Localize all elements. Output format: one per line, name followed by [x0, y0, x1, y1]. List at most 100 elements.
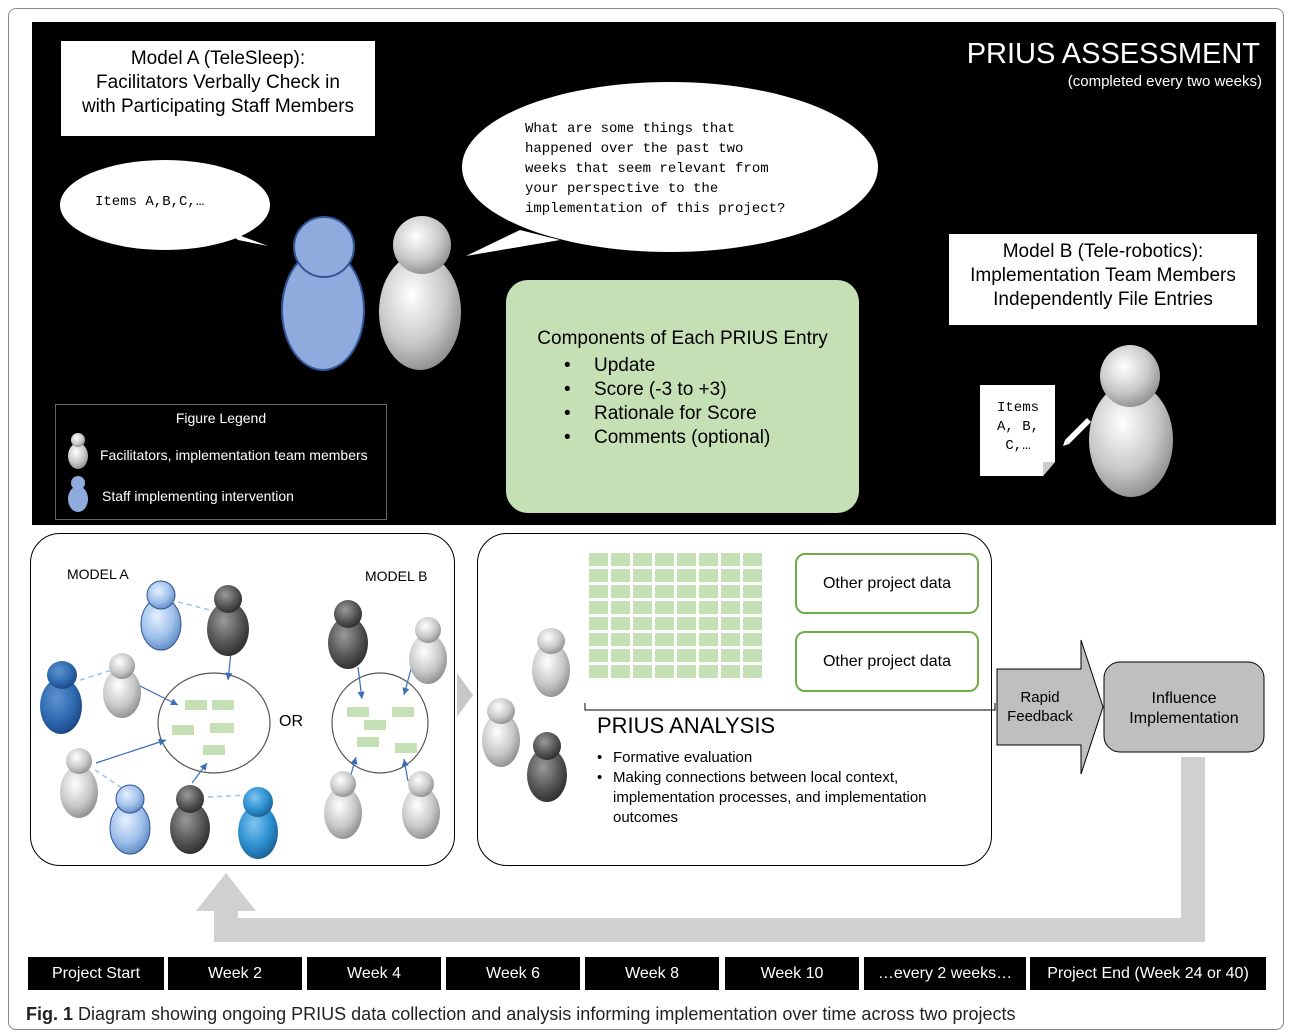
- analysis-bullet: •Making connections between local contex…: [597, 769, 899, 786]
- influence-box: [1103, 661, 1265, 753]
- paper-line: Items: [996, 400, 1039, 416]
- prius-entry-cell: [589, 649, 608, 662]
- prius-entry-cell: [743, 585, 762, 598]
- paper-line: C,…: [1005, 438, 1031, 454]
- prius-entry-cell: [589, 553, 608, 566]
- analysis-bullet-continuation: implementation processes, and implementa…: [613, 789, 927, 806]
- panel-connector-arrow: [457, 673, 473, 717]
- timeline-week: Week 10: [725, 957, 859, 990]
- question-line: your perspective to the: [525, 181, 719, 197]
- facilitator-person-icon: [379, 216, 461, 370]
- prius-entry-cell: [721, 633, 740, 646]
- top-illustration: [60, 82, 1173, 497]
- prius-entries-grid: [589, 553, 762, 678]
- prius-entry-cell: [699, 649, 718, 662]
- model-b-box: Model B (Tele-robotics): Implementation …: [949, 234, 1257, 325]
- prius-entry-cell: [611, 553, 630, 566]
- other-project-data-label: Other project data: [822, 575, 952, 592]
- prius-entry-cell: [655, 649, 674, 662]
- analysis-title: PRIUS ANALYSIS: [597, 713, 776, 738]
- prius-entry-cell: [589, 569, 608, 582]
- model-a-arrows: [95, 642, 233, 784]
- model-b-facilitator-person-icon: [402, 771, 440, 839]
- prius-entry-cell: [743, 633, 762, 646]
- model-a-line3: with Participating Staff Members: [81, 96, 355, 117]
- prius-entry-cell: [699, 569, 718, 582]
- model-a-facilitator-person-icon: [170, 785, 210, 854]
- prius-entry-cell: [699, 553, 718, 566]
- other-project-data-box: Other project data: [795, 631, 979, 692]
- model-b-label: MODEL B: [365, 568, 428, 584]
- model-a-staff-person-icon: [238, 787, 278, 859]
- legend-blue-person-icon: [68, 476, 88, 512]
- prius-entry-cell: [721, 617, 740, 630]
- prius-entry-cell: [611, 601, 630, 614]
- timeline-ellipsis: …every 2 weeks…: [864, 957, 1026, 990]
- prius-entry-cell: [743, 617, 762, 630]
- prius-entry-cell: [743, 553, 762, 566]
- model-a-facilitator-person-icon: [60, 748, 98, 818]
- prius-entry-cell: [677, 665, 696, 678]
- prius-entry-cell: [699, 633, 718, 646]
- prius-entry-cell: [655, 569, 674, 582]
- timeline-end: Project End (Week 24 or 40): [1030, 957, 1266, 990]
- analysis-bullet-text: Making connections between local context…: [613, 769, 899, 786]
- prius-entry-cell: [611, 633, 630, 646]
- model-a-staff-person-icon: [140, 580, 182, 651]
- question-line: weeks that seem relevant from: [525, 161, 769, 177]
- model-b-entries: [347, 707, 417, 753]
- rapid-feedback-line: Feedback: [1007, 708, 1073, 725]
- model-a-label: MODEL A: [67, 566, 129, 582]
- legend-blue-label: Staff implementing intervention: [102, 488, 294, 504]
- assessment-subtitle: (completed every two weeks): [1067, 73, 1262, 90]
- model-b-facilitator-person-icon: [409, 617, 447, 684]
- prius-entry-cell: [743, 601, 762, 614]
- model-a-entries: [172, 700, 234, 755]
- prius-entry-cell: [655, 585, 674, 598]
- prius-entry-cell: [633, 601, 652, 614]
- prius-entry-cell: [677, 569, 696, 582]
- prius-entry-cell: [655, 665, 674, 678]
- prius-entry-cell: [655, 553, 674, 566]
- influence-line: Implementation: [1129, 710, 1239, 727]
- left-bubble-text: Items A,B,C,…: [95, 194, 205, 210]
- analysis-bullet-continuation: outcomes: [613, 809, 679, 826]
- feedback-loop-arrow: [196, 757, 1205, 942]
- assessment-title: PRIUS ASSESSMENT: [966, 38, 1260, 70]
- prius-entry-cell: [633, 617, 652, 630]
- prius-entry-cell: [655, 601, 674, 614]
- prius-entry-cell: [589, 617, 608, 630]
- prius-entry-cell: [655, 633, 674, 646]
- prius-entry-cell: [743, 665, 762, 678]
- analysis-bracket: [584, 703, 996, 711]
- model-b-line2: Implementation Team Members: [970, 265, 1236, 286]
- timeline-week: Week 4: [307, 957, 441, 990]
- question-line: implementation of this project?: [525, 201, 786, 217]
- rapid-feedback-arrow: [996, 639, 1104, 775]
- prius-entry-cell: [633, 633, 652, 646]
- model-a-line2: Facilitators Verbally Check in: [96, 72, 340, 93]
- prius-entry-cell: [677, 617, 696, 630]
- question-line: happened over the past two: [525, 141, 744, 157]
- analysis-bullets: •Formative evaluation •Making connection…: [597, 748, 927, 828]
- components-title: Components of Each PRIUS Entry: [537, 328, 828, 349]
- left-bubble-tail: [225, 230, 268, 246]
- analysis-bullet-text: Formative evaluation: [613, 749, 753, 766]
- other-project-data-label: Other project data: [822, 653, 952, 670]
- prius-entry-cell: [589, 601, 608, 614]
- components-box: Components of Each PRIUS Entry Update Sc…: [506, 280, 859, 513]
- prius-entry-cell: [633, 585, 652, 598]
- prius-entry-cell: [699, 665, 718, 678]
- pencil-icon: [1063, 418, 1091, 446]
- analyst-person-icon: [532, 628, 570, 697]
- timeline-week: Week 8: [585, 957, 719, 990]
- figure-legend: Figure Legend Facilitators, implementati…: [55, 404, 387, 520]
- figure-frame: [8, 8, 1284, 1030]
- model-a-facilitator-person-icon: [207, 585, 249, 656]
- components-list: Update Score (-3 to +3) Rationale for Sc…: [564, 354, 770, 450]
- prius-entry-cell: [633, 553, 652, 566]
- timeline-week: Week 6: [446, 957, 580, 990]
- model-a-line1: Model A (TeleSleep):: [130, 48, 306, 69]
- component-item: Rationale for Score: [564, 402, 770, 426]
- analyst-person-icon: [482, 698, 520, 767]
